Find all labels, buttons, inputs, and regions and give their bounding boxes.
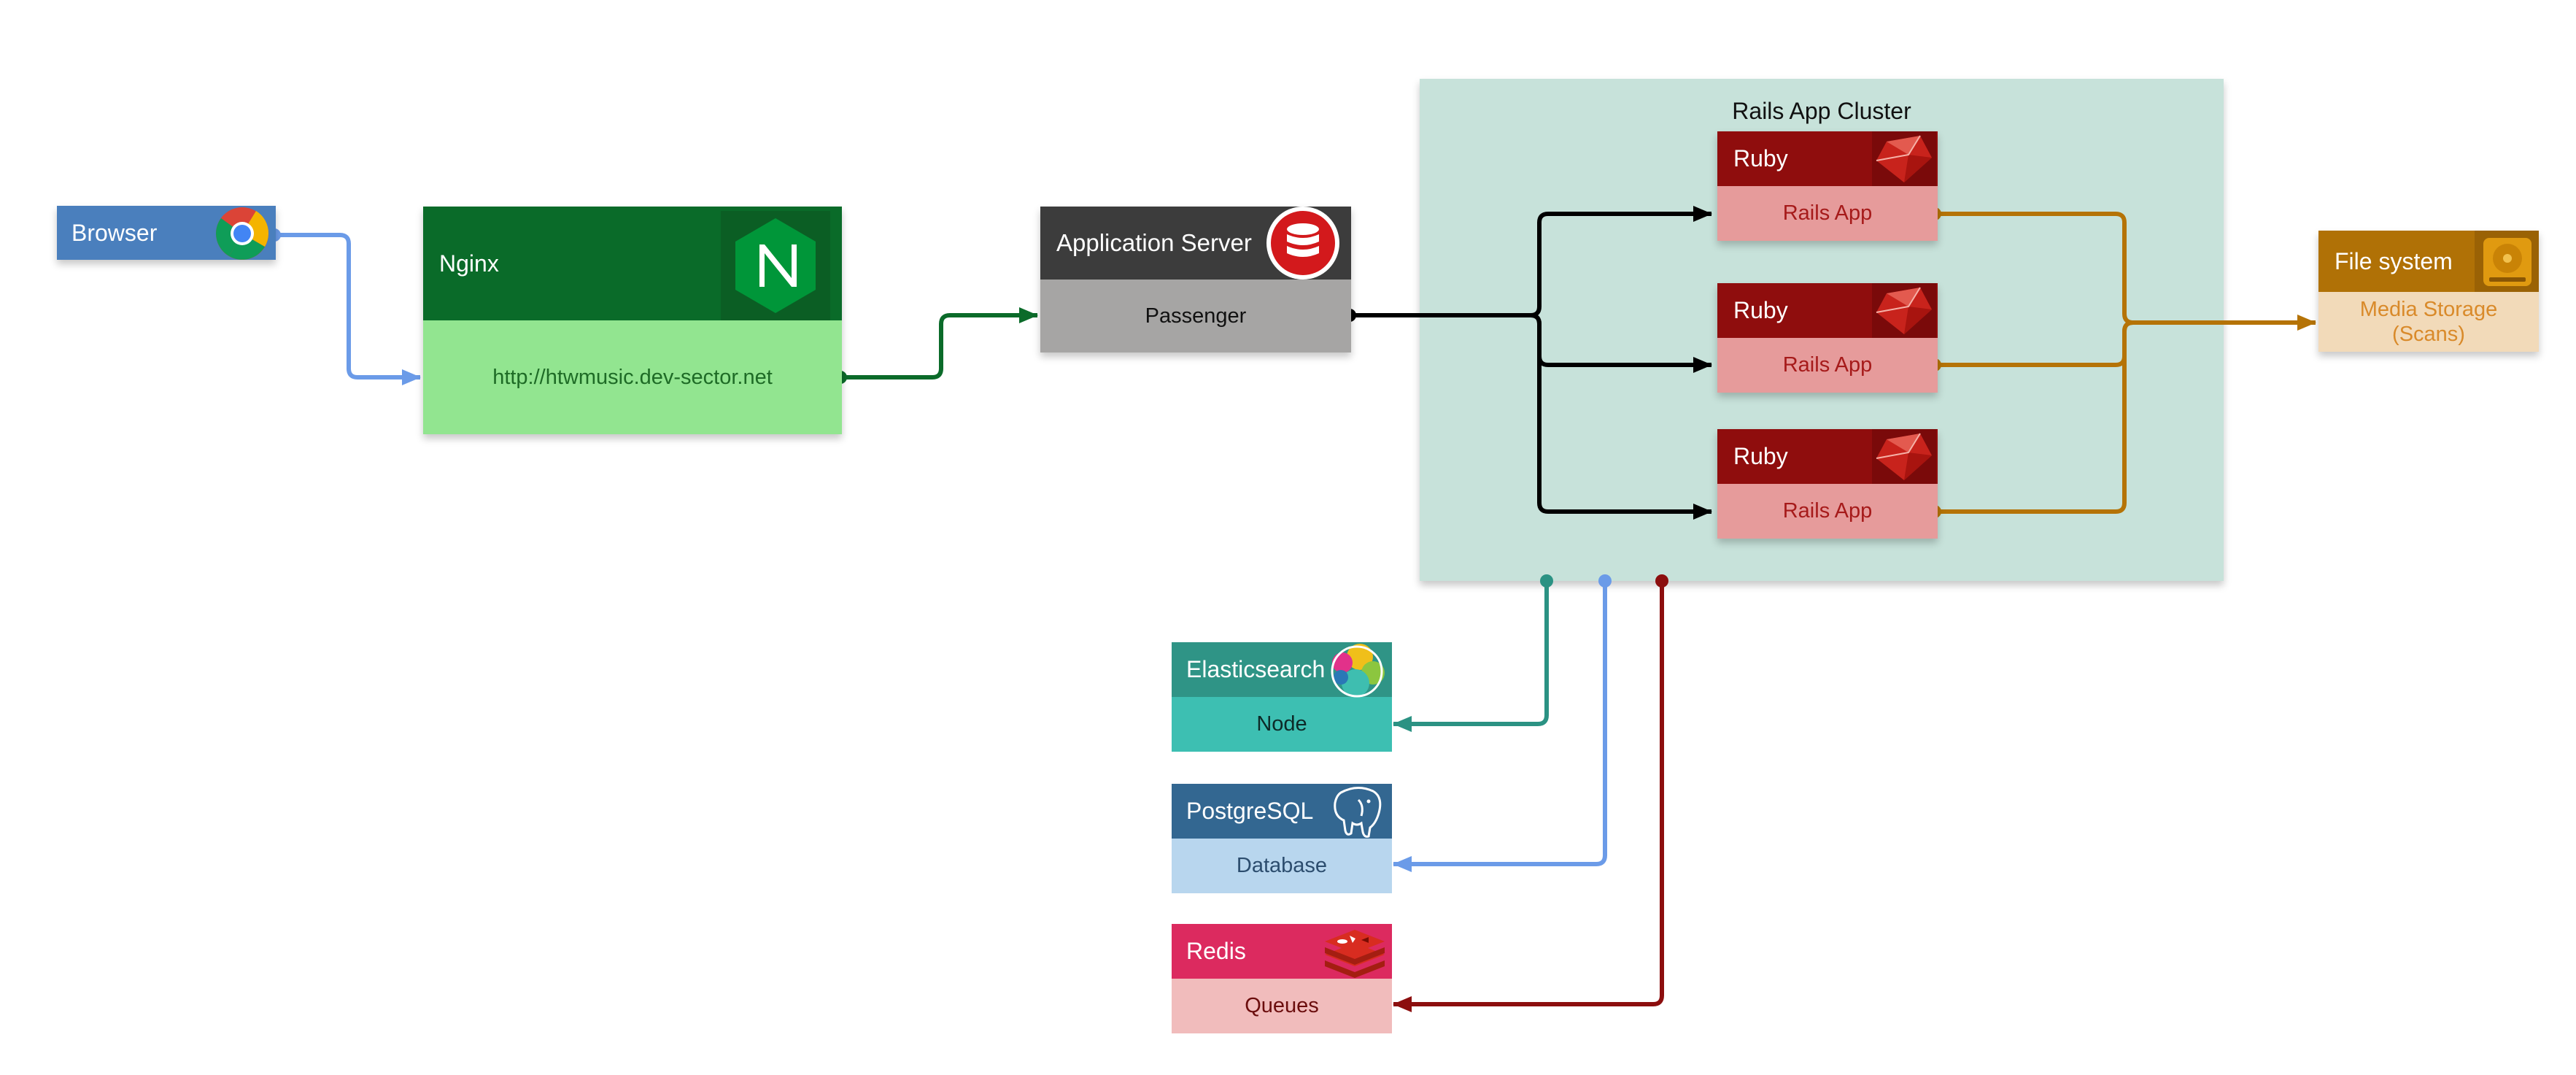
ruby-label: Ruby	[1733, 145, 1788, 172]
nginx-icon	[721, 211, 830, 320]
ruby-icon	[1872, 429, 1936, 484]
ruby-body: Rails App	[1782, 201, 1873, 225]
ruby-label: Ruby	[1733, 297, 1788, 323]
ruby-body: Rails App	[1782, 499, 1873, 523]
redis-body: Queues	[1245, 994, 1319, 1017]
filesystem-label: File system	[2335, 247, 2453, 274]
elasticsearch-body: Node	[1256, 712, 1307, 736]
nginx-node: Nginx http://htwmusic.dev-sector.net	[423, 207, 842, 434]
ruby-node: Ruby Rails App	[1717, 429, 1938, 539]
redis-node: Redis Queues	[1172, 924, 1392, 1033]
hard-drive-icon	[2475, 231, 2539, 292]
browser-label: Browser	[71, 219, 158, 246]
wire-cluster-postgresql	[1393, 574, 1612, 872]
redis-label: Redis	[1186, 938, 1246, 964]
ruby-icon	[1872, 131, 1936, 186]
wire-cluster-elasticsearch	[1393, 574, 1553, 732]
elasticsearch-icon	[1325, 642, 1389, 699]
filesystem-node: File system Media Storage (Scans)	[2318, 231, 2539, 352]
appserver-body: Passenger	[1145, 304, 1247, 328]
wire-nginx-appserver	[834, 307, 1038, 384]
postgresql-label: PostgreSQL	[1186, 798, 1314, 824]
nginx-label: Nginx	[439, 250, 499, 277]
ruby-body: Rails App	[1782, 353, 1873, 377]
rails-cluster-title: Rails App Cluster	[1732, 98, 1911, 124]
wire-ruby-filesystem	[1928, 207, 2316, 518]
chrome-icon	[214, 206, 270, 261]
postgresql-body: Database	[1236, 854, 1328, 877]
filesystem-body: Media Storage (Scans)	[2359, 298, 2498, 346]
ruby-icon	[1872, 283, 1936, 338]
database-icon	[1265, 205, 1341, 281]
elasticsearch-label: Elasticsearch	[1186, 656, 1326, 682]
wire-cluster-redis	[1393, 574, 1668, 1012]
wire-browser-nginx	[268, 228, 421, 385]
wire-appserver-ruby	[1343, 206, 1712, 520]
postgresql-node: PostgreSQL Database	[1172, 784, 1392, 893]
appserver-label: Application Server	[1056, 229, 1252, 256]
nginx-url: http://htwmusic.dev-sector.net	[492, 365, 773, 389]
elasticsearch-node: Elasticsearch Node	[1172, 642, 1392, 752]
elephant-icon	[1328, 784, 1389, 839]
redis-icon	[1320, 925, 1389, 978]
ruby-node: Ruby Rails App	[1717, 283, 1938, 393]
ruby-label: Ruby	[1733, 443, 1788, 469]
appserver-node: Application Server Passenger	[1040, 207, 1351, 352]
browser-node: Browser	[57, 206, 276, 260]
ruby-node: Ruby Rails App	[1717, 131, 1938, 241]
